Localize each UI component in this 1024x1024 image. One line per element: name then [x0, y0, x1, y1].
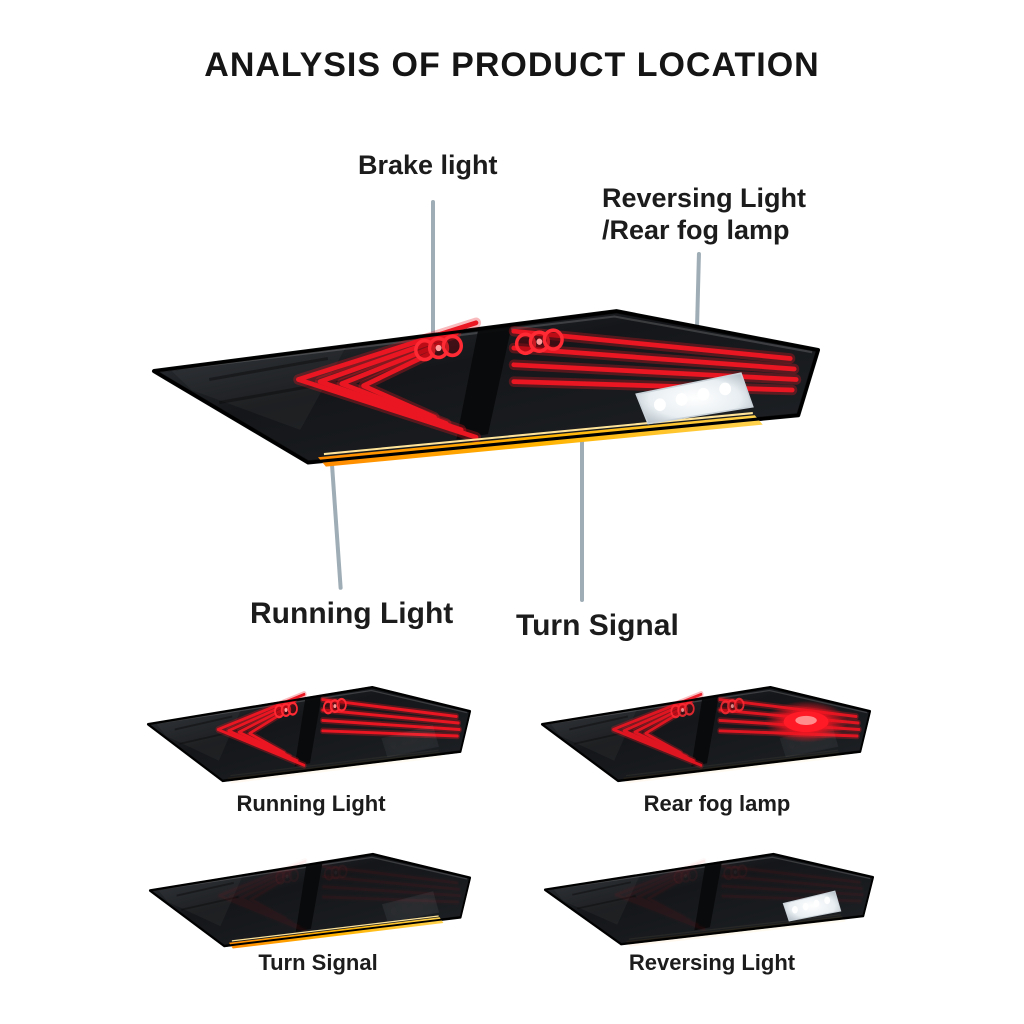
turn-signal-label: Turn Signal [516, 609, 679, 642]
thumb-fog-label: Rear fog lamp [643, 791, 791, 816]
taillight-turn-image [148, 851, 472, 953]
rear-fog-lamp-label-line2: /Rear fog lamp [602, 214, 790, 245]
thumb-running-label: Running Light [236, 791, 386, 816]
reversing-light-label-line1: Reversing Light [602, 183, 807, 213]
page-title: ANALYSIS OF PRODUCT LOCATION [204, 46, 820, 84]
thumb-turn-label: Turn Signal [258, 950, 378, 975]
reversing-fog-label: Reversing Light /Rear fog lamp [602, 183, 832, 247]
turn-callout-line [580, 434, 584, 602]
taillight-fog-image [540, 684, 872, 788]
thumb-reverse-label: Reversing Light [628, 950, 796, 975]
brake-callout-line [431, 200, 435, 352]
taillight-main-image [150, 306, 822, 474]
running-light-label: Running Light [250, 597, 454, 630]
brake-light-label: Brake light [358, 150, 498, 180]
taillight-reverse-image [543, 851, 875, 951]
taillight-running-image [146, 684, 472, 788]
